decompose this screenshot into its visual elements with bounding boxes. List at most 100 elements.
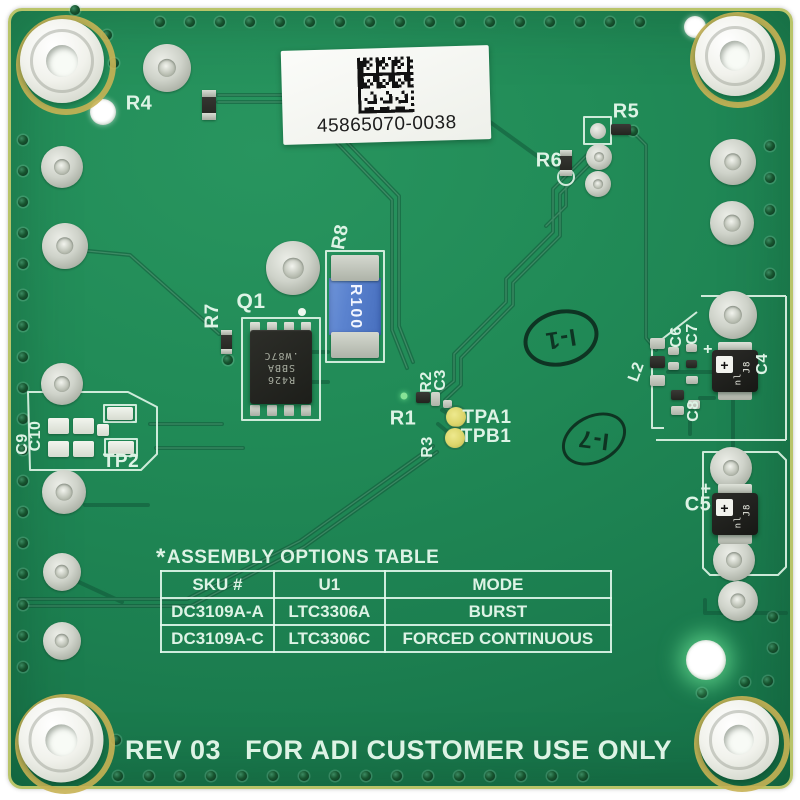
via [392, 771, 402, 781]
table-cell: DC3109A-C [160, 624, 275, 653]
c4-capacitor: + J8 nl [712, 342, 758, 400]
smd-part [650, 338, 665, 349]
c4-polarity: + [716, 356, 733, 373]
r100-marking: R100 [347, 283, 364, 330]
table-header-cell: MODE [383, 570, 613, 599]
tp2-capacitor [73, 441, 94, 457]
via [547, 771, 557, 781]
via [628, 126, 638, 136]
tp2-pad [108, 441, 134, 454]
silkscreen-label-TP2: TP2 [102, 451, 140, 472]
smd-part [671, 390, 684, 400]
via [111, 735, 121, 745]
chip-marking: R426 SBBA .W87C [263, 350, 299, 385]
via [305, 17, 315, 27]
solder-pad [718, 581, 758, 621]
rev-label: REV 03 [125, 735, 222, 765]
chip-pin [301, 322, 311, 333]
c4-code: J8 [742, 360, 753, 374]
silk-pin1-dot [298, 308, 306, 316]
via [113, 771, 123, 781]
via [635, 17, 645, 27]
trace-highlight [19, 94, 657, 607]
via [18, 197, 28, 207]
r6-resistor [560, 150, 572, 176]
c5-code2: nl [733, 515, 744, 529]
drill-hole-glow [686, 640, 726, 680]
via [18, 476, 28, 486]
solder-pad [42, 223, 88, 269]
via [765, 205, 775, 215]
via [18, 135, 28, 145]
chip-pin [284, 405, 294, 416]
smd-part [671, 406, 684, 415]
silkscreen-label-x: + [700, 478, 712, 499]
c9-capacitor [48, 418, 69, 434]
via [245, 17, 255, 27]
via [18, 166, 28, 176]
q1-mosfet: R426 SBBA .W87C [242, 318, 320, 420]
solder-pad [42, 470, 86, 514]
via [763, 676, 773, 686]
via [18, 352, 28, 362]
r7-resistor [221, 330, 232, 354]
customer-use-notice: FOR ADI CUSTOMER USE ONLY [245, 735, 673, 765]
via [18, 321, 28, 331]
r4-resistor [202, 90, 216, 120]
via [485, 17, 495, 27]
c5-capacitor: + J8 nl [712, 484, 758, 544]
c4-code2: nl [733, 372, 744, 386]
smd-part [686, 344, 697, 352]
stamp-text: I-7 [576, 424, 611, 455]
via [155, 17, 165, 27]
c5-polarity: + [716, 499, 733, 516]
tp2-capacitor [48, 441, 69, 457]
assembly-table-title: *ASSEMBLY OPTIONS TABLE [156, 544, 440, 571]
silkscreen-label-C5: C5 [684, 493, 712, 516]
chip-pin [267, 405, 277, 416]
smd-part [668, 347, 679, 355]
solder-pad [585, 171, 611, 197]
solder-pad [710, 139, 756, 185]
silkscreen-label-R4: R4 [125, 92, 153, 115]
solder-pad [710, 447, 752, 489]
via [175, 771, 185, 781]
c5-terminal [717, 534, 753, 544]
smd-part [650, 356, 665, 368]
via [144, 771, 154, 781]
chip-pin [250, 322, 260, 333]
r3-resistor [443, 400, 452, 408]
corner-pad-ring [16, 15, 116, 115]
via [18, 290, 28, 300]
r100-cap-top [331, 255, 379, 281]
smd-part [686, 376, 698, 384]
solder-pad [143, 44, 191, 92]
silkscreen-label-C3: C3 [432, 369, 449, 391]
via [275, 17, 285, 27]
serial-number: 45865070-0038 [316, 112, 457, 137]
via [18, 445, 28, 455]
solder-pad [709, 291, 757, 339]
c3-capacitor [431, 392, 440, 406]
datamatrix-barcode [356, 56, 415, 114]
via [237, 771, 247, 781]
via [70, 5, 80, 15]
table-cell: BURST [383, 597, 613, 626]
silkscreen-label-TPB1: TPB1 [460, 426, 512, 447]
silkscreen-label-R6: R6 [535, 149, 563, 172]
via [578, 771, 588, 781]
via [365, 17, 375, 27]
smd-part [668, 362, 679, 370]
solder-pad [713, 539, 755, 581]
table-cell: LTC3306C [272, 624, 386, 653]
solder-pad [43, 553, 81, 591]
via [361, 771, 371, 781]
table-header-cell: U1 [272, 570, 386, 599]
smd-part [688, 400, 700, 409]
via [515, 17, 525, 27]
c4-terminal [717, 342, 753, 352]
r5-resistor [611, 124, 631, 135]
c4-terminal [717, 390, 753, 400]
